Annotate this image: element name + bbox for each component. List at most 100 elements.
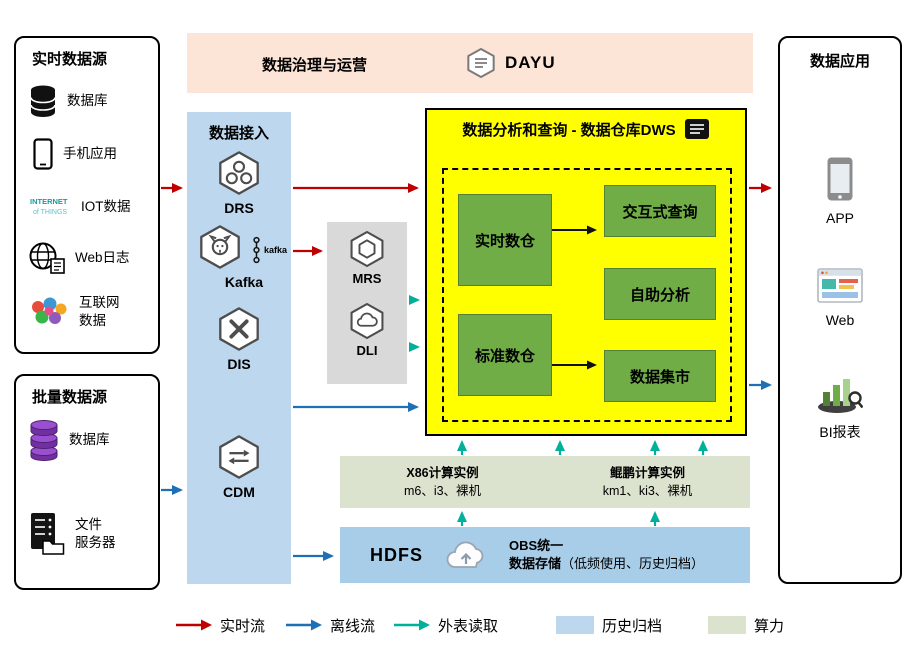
web-browser-icon bbox=[817, 268, 863, 303]
x86-compute-name: X86计算实例 bbox=[406, 465, 479, 480]
obs-cloud-icon bbox=[446, 541, 484, 568]
source-label: Web日志 bbox=[75, 250, 130, 266]
service-label: MRS bbox=[352, 271, 382, 286]
legend-label: 历史归档 bbox=[602, 617, 663, 635]
obs-line1: OBS统一 bbox=[509, 537, 564, 553]
app-item-mobile: APP bbox=[780, 156, 900, 226]
data-mart-box: 数据集市 bbox=[604, 350, 716, 402]
archive-swatch bbox=[556, 616, 594, 634]
kunpeng-compute-detail: km1、ki3、裸机 bbox=[602, 484, 693, 498]
mobile-phone-icon bbox=[33, 138, 53, 170]
app-label: BI报表 bbox=[819, 424, 861, 440]
interactive-query-label: 交互式查询 bbox=[622, 203, 698, 221]
file-server-icon bbox=[31, 513, 65, 555]
source-item-file-server: 文件 服务器 bbox=[16, 512, 158, 556]
kafka-logo: kafka bbox=[251, 236, 287, 264]
service-drs: DRS bbox=[187, 150, 291, 216]
legend-external-read: 外表读取 bbox=[394, 615, 498, 635]
source-label: 互联网 数据 bbox=[79, 295, 120, 328]
data-ingestion-panel: 数据接入 DRS Kafka bbox=[187, 112, 291, 584]
dws-inner-frame bbox=[442, 168, 732, 422]
standard-warehouse-label: 标准数仓 bbox=[474, 347, 535, 365]
dli-hexagon-icon bbox=[350, 302, 384, 340]
service-dli: DLI bbox=[327, 302, 407, 358]
governance-title: 数据治理与运营 bbox=[262, 57, 368, 74]
app-item-web: Web bbox=[780, 268, 900, 328]
teal-arrow-icon bbox=[394, 619, 430, 631]
dayu-logo: DAYU bbox=[465, 47, 556, 79]
compute-swatch bbox=[708, 616, 746, 634]
mrs-hexagon-icon bbox=[350, 230, 384, 268]
source-item-web-log: Web日志 bbox=[16, 242, 158, 274]
source-label: IOT数据 bbox=[81, 199, 131, 215]
interactive-query-box: 交互式查询 bbox=[604, 185, 716, 237]
service-mrs: MRS bbox=[327, 230, 407, 286]
kunpeng-compute-group: 鲲鹏计算实例 km1、ki3、裸机 bbox=[545, 456, 750, 508]
service-label: DRS bbox=[224, 200, 254, 216]
processing-panel: MRS DLI bbox=[327, 222, 407, 384]
obs-line2-bold: 数据存储 bbox=[509, 556, 562, 571]
service-label: DIS bbox=[227, 356, 251, 372]
purple-database-icon bbox=[30, 420, 58, 462]
dws-document-icon bbox=[684, 119, 709, 139]
legend-offline-flow: 离线流 bbox=[286, 615, 375, 635]
legend-label: 外表读取 bbox=[438, 617, 499, 635]
obs-text-block: OBS统一 数据存储（低频使用、历史归档） bbox=[509, 537, 704, 573]
batch-sources-title: 批量数据源 bbox=[32, 389, 108, 406]
app-label: Web bbox=[825, 312, 855, 328]
x86-compute-detail: m6、i3、裸机 bbox=[403, 484, 482, 498]
data-applications-title: 数据应用 bbox=[809, 53, 870, 70]
dws-title: 数据分析和查询 - 数据仓库DWS bbox=[462, 121, 676, 139]
realtime-warehouse-box: 实时数仓 bbox=[458, 194, 552, 286]
realtime-warehouse-label: 实时数仓 bbox=[474, 232, 535, 250]
dws-header: 数据分析和查询 - 数据仓库DWS bbox=[427, 118, 745, 140]
internet-data-icon bbox=[32, 297, 67, 324]
dayu-icon bbox=[467, 48, 495, 78]
source-item-internet-data: 互联网 数据 bbox=[16, 294, 158, 329]
service-label: DLI bbox=[356, 343, 378, 358]
service-label: CDM bbox=[223, 484, 255, 500]
service-kafka: Kafka bbox=[187, 224, 291, 290]
dayu-logo-text: DAYU bbox=[505, 53, 556, 72]
source-label: 手机应用 bbox=[63, 146, 117, 162]
legend-label: 实时流 bbox=[220, 617, 266, 635]
source-label: 数据库 bbox=[67, 93, 108, 109]
kafka-logo-icon bbox=[253, 236, 260, 264]
legend-label: 离线流 bbox=[330, 617, 376, 635]
drs-hexagon-icon bbox=[219, 151, 259, 195]
compute-instances-panel: X86计算实例 m6、i3、裸机 鲲鹏计算实例 km1、ki3、裸机 bbox=[340, 456, 750, 508]
data-applications-panel: 数据应用 APP Web bbox=[778, 36, 902, 584]
kunpeng-compute-name: 鲲鹏计算实例 bbox=[609, 465, 685, 480]
cdm-hexagon-icon bbox=[219, 435, 259, 479]
globe-icon bbox=[29, 242, 65, 274]
blue-arrow-icon bbox=[286, 619, 322, 631]
app-label: APP bbox=[825, 210, 854, 226]
kafka-logo-text: kafka bbox=[264, 245, 288, 255]
x86-compute-group: X86计算实例 m6、i3、裸机 bbox=[340, 456, 545, 508]
data-mart-label: 数据集市 bbox=[629, 368, 690, 386]
kafka-hexagon-icon bbox=[200, 225, 240, 269]
database-icon bbox=[30, 85, 56, 117]
app-phone-icon bbox=[827, 157, 853, 201]
legend-realtime-flow: 实时流 bbox=[176, 615, 265, 635]
app-item-bi: BI报表 bbox=[780, 374, 900, 442]
svg-text:of THINGS: of THINGS bbox=[33, 209, 67, 216]
hdfs-label: HDFS bbox=[370, 544, 423, 565]
red-arrow-icon bbox=[176, 619, 212, 631]
self-service-analysis-label: 自助分析 bbox=[629, 286, 690, 304]
source-item-iot: INTERNET of THINGS IOT数据 bbox=[16, 194, 158, 220]
dis-hexagon-icon bbox=[219, 307, 259, 351]
source-label: 文件 服务器 bbox=[75, 517, 116, 550]
bi-report-icon bbox=[818, 379, 863, 413]
legend-history-archive: 历史归档 bbox=[556, 615, 662, 635]
realtime-sources-title: 实时数据源 bbox=[32, 51, 108, 68]
governance-banner: 数据治理与运营 DAYU bbox=[187, 33, 753, 93]
source-item-mobile-app: 手机应用 bbox=[16, 138, 158, 170]
self-service-analysis-box: 自助分析 bbox=[604, 268, 716, 320]
storage-panel: HDFS OBS统一 数据存储（低频使用、历史归档） bbox=[340, 527, 750, 583]
service-cdm: CDM bbox=[187, 434, 291, 500]
legend-label: 算力 bbox=[754, 617, 785, 635]
iot-wordcloud-icon: INTERNET of THINGS bbox=[30, 197, 68, 216]
legend-compute-power: 算力 bbox=[708, 615, 784, 635]
